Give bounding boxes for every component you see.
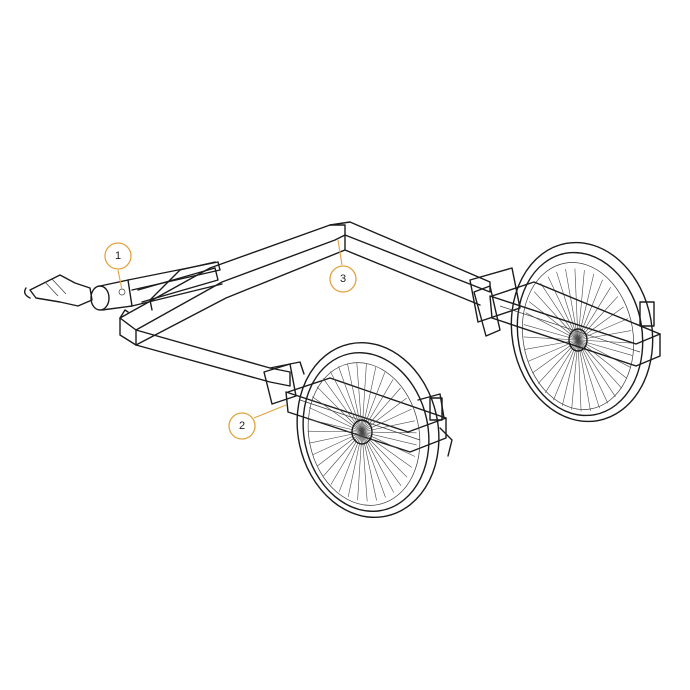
wheel-spoke [545,339,579,393]
wheel-spoke [361,431,417,434]
wheel-spoke [323,431,363,477]
callout-3-circle [329,265,357,293]
wheel-spoke [533,291,579,341]
callout-1-leader [117,269,123,291]
callout-2-leader [253,404,287,419]
callout-1: 1 [104,242,132,291]
callout-3: 3 [329,239,357,293]
wheel-spoke [307,430,363,433]
hitch-coupler [23,274,133,311]
wheel-spoke [577,339,582,412]
wheel-spoke [317,431,363,467]
left-wheel [296,342,440,518]
wheel-spoke [347,431,363,497]
wheel-spoke [330,431,363,485]
wheel-spoke [361,408,412,433]
wheel-spoke [361,420,415,433]
wheel-spoke [330,371,363,433]
wheel-spoke [308,407,363,433]
wheel-spoke [361,387,401,433]
wheel-spoke [574,268,579,341]
wheel-spoke [361,379,394,433]
wheel-spoke [577,339,623,389]
wheel-spoke [309,431,363,444]
callout-2: 2 [228,404,287,440]
wheel-spoke [537,339,579,384]
wheel-spoke [316,386,363,433]
main-frame [119,221,491,387]
callout-1-label: 1 [115,250,121,262]
wheel-spoke [361,431,408,478]
wheel-spoke [577,339,600,409]
wheel-spoke [556,271,579,341]
wheel-spoke [361,431,417,446]
wheel-spoke [577,287,611,341]
callout-3-label: 3 [340,273,346,285]
wheel-spoke [312,431,363,456]
callout-1-circle [104,242,132,270]
callout-2-label: 2 [239,420,245,432]
left-wheel-spokes [307,362,417,502]
callout-3-leader [337,239,343,266]
wheel-spoke [361,397,407,433]
right-wheel [510,241,654,423]
callout-2-circle [228,412,256,440]
wheel-spoke [361,367,377,433]
wheel-spoke [540,283,579,341]
left-wheel-arm [263,363,453,457]
wheel-spoke [577,339,609,404]
wheel-spoke [307,418,363,433]
wheel-spoke [565,269,579,341]
right-wheel-spokes [523,268,633,412]
wheel-spoke [338,431,363,492]
wheel-spoke [361,372,386,433]
wheel-spoke [547,276,579,341]
wheel-spoke [577,339,591,411]
right-wheel-arm [469,267,661,367]
